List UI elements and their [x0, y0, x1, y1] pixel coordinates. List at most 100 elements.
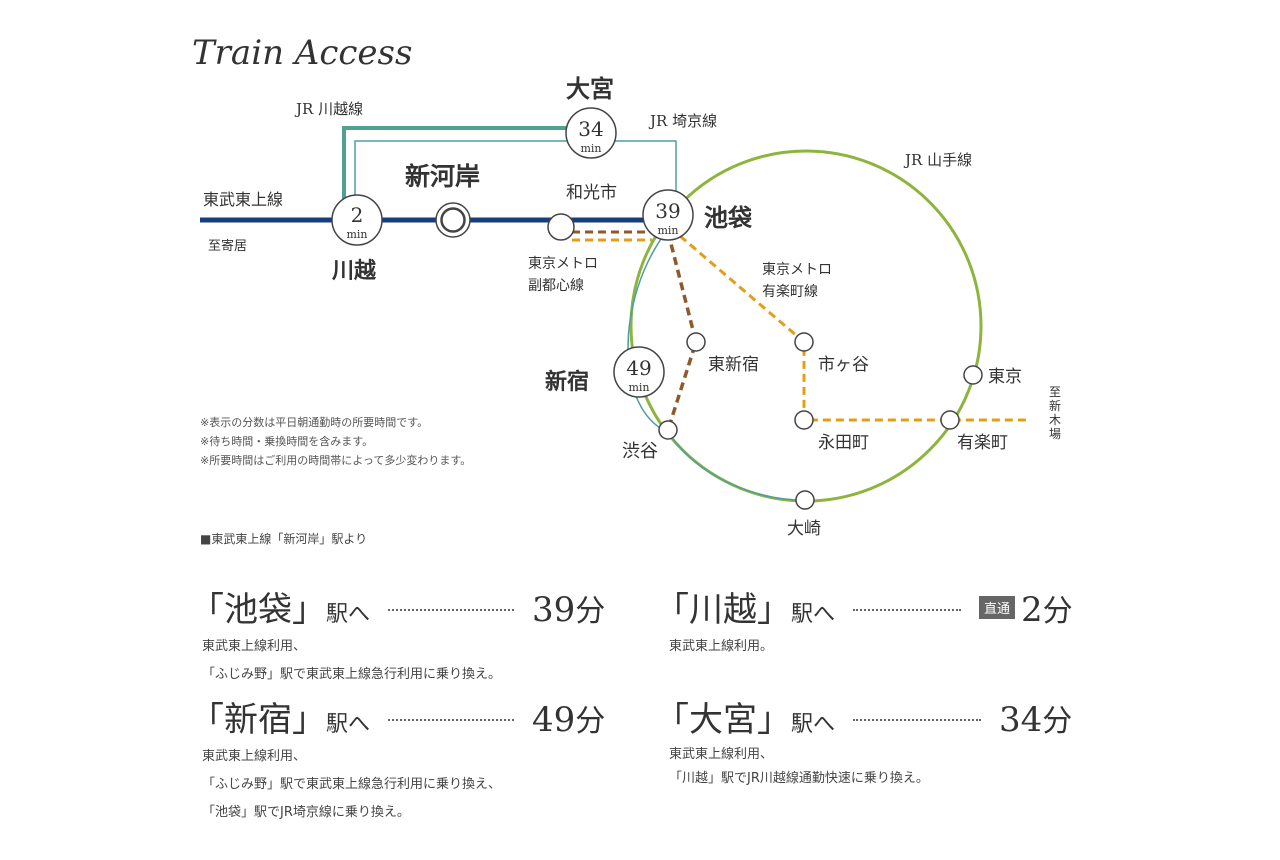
label-jr-saikyo-line: JR 埼京線: [648, 112, 717, 130]
route-shinjuku-suffix: 駅へ: [326, 712, 371, 737]
route-kawagoe-suffix: 駅へ: [791, 602, 836, 627]
route-kawagoe-station: 川越: [689, 590, 757, 630]
route-shinjuku: 「 新宿 」 駅へ 49 分 東武東上線利用、 「ふじみ野」駅で東武東上線急行利…: [190, 692, 605, 827]
time-badge-kawagoe-unit: min: [346, 228, 367, 241]
route-kawagoe-time: 2: [1021, 590, 1043, 630]
station-dot-ichigaya[interactable]: [794, 332, 814, 352]
route-ikebukuro-desc-2: 「ふじみ野」駅で東武東上線急行利用に乗り換え。: [202, 667, 502, 682]
metro-yurakucho-line: [679, 234, 1030, 422]
label-direction-shinkiba: 至新木場: [1049, 385, 1061, 441]
time-badge-shinjuku-value: 49: [626, 356, 651, 380]
route-shinjuku-desc-3: 「池袋」駅でJR埼京線に乗り換え。: [202, 805, 410, 820]
station-dot-higashi-shinjuku[interactable]: [686, 332, 706, 352]
route-omiya-unit: 分: [1042, 704, 1073, 739]
route-ikebukuro: 「 池袋 」 駅へ 39 分 東武東上線利用、 「ふじみ野」駅で東武東上線急行利…: [190, 582, 605, 689]
direction-shinkiba-char: 場: [1049, 427, 1061, 441]
time-badge-omiya-unit: min: [580, 142, 601, 155]
route-ikebukuro-time: 39: [532, 590, 576, 630]
route-omiya-bracket-open: 「: [655, 700, 689, 740]
route-omiya-suffix: 駅へ: [791, 712, 836, 737]
time-badge-shinjuku-unit: min: [628, 381, 649, 394]
svg-text:至新木場: 至新木場: [1049, 385, 1061, 441]
label-station-shinkashi: 新河岸: [405, 162, 480, 191]
time-badge-ikebukuro[interactable]: 39 min: [642, 189, 694, 241]
label-tobu-tojo-line: 東武東上線: [203, 190, 283, 209]
route-omiya-desc-2: 「川越」駅でJR川越線通勤快速に乗り換え。: [669, 771, 929, 786]
label-station-higashi-shinjuku: 東新宿: [708, 355, 759, 375]
page-title: Train Access: [192, 33, 412, 73]
label-station-wakoshi: 和光市: [566, 183, 617, 203]
route-ikebukuro-suffix: 駅へ: [326, 602, 371, 627]
station-dot-tokyo[interactable]: [963, 365, 983, 385]
label-station-kawagoe: 川越: [331, 258, 377, 284]
label-station-tokyo: 東京: [988, 367, 1022, 387]
note-1: ※表示の分数は平日朝通勤時の所要時間です。: [200, 416, 429, 429]
time-badge-kawagoe-value: 2: [351, 203, 364, 227]
route-kawagoe-desc-1: 東武東上線利用。: [669, 639, 774, 654]
route-ikebukuro-station: 池袋: [224, 590, 292, 630]
jr-saikyo-line-omiya-ikebukuro: [612, 140, 677, 205]
route-omiya-time: 34: [999, 700, 1043, 740]
route-shinjuku-leader: [388, 719, 515, 721]
route-omiya-leader: [853, 719, 982, 721]
label-jr-kawagoe-line: JR 川越線: [294, 100, 363, 118]
route-omiya-desc-1: 東武東上線利用、: [669, 747, 774, 762]
route-kawagoe-leader: [853, 609, 962, 611]
route-shinjuku-time: 49: [532, 700, 576, 740]
route-shinjuku-bracket-open: 「: [190, 700, 224, 740]
metro-fukutoshin-line: [666, 231, 698, 431]
label-metro-fukutoshin-1: 東京メトロ: [528, 256, 598, 272]
route-map: Train Access 2 min 34 min 39 min: [192, 33, 1061, 539]
label-station-ikebukuro: 池袋: [704, 203, 753, 232]
note-3: ※所要時間はご利用の時間帯によって多少変わります。: [200, 454, 472, 467]
label-station-ichigaya: 市ヶ谷: [818, 355, 869, 375]
route-kawagoe-unit: 分: [1042, 594, 1073, 629]
direction-shinkiba-char: 木: [1049, 413, 1061, 427]
from-label: ■東武東上線「新河岸」駅より: [200, 532, 368, 546]
label-station-shibuya: 渋谷: [622, 441, 658, 462]
route-shinjuku-unit: 分: [575, 704, 606, 739]
label-direction-yorii: 至寄居: [208, 238, 247, 254]
route-ikebukuro-desc-1: 東武東上線利用、: [202, 639, 307, 654]
note-2: ※待ち時間・乗換時間を含みます。: [200, 435, 374, 448]
time-badge-omiya[interactable]: 34 min: [565, 107, 617, 159]
label-station-osaki: 大崎: [787, 519, 821, 539]
label-station-omiya: 大宮: [566, 74, 614, 103]
route-ikebukuro-unit: 分: [575, 594, 606, 629]
route-ikebukuro-bracket-close: 」: [292, 590, 326, 630]
label-station-yurakucho: 有楽町: [957, 433, 1008, 453]
station-dot-shibuya[interactable]: [658, 420, 678, 440]
label-metro-fukutoshin-2: 副都心線: [528, 278, 584, 294]
route-shinjuku-bracket-close: 」: [292, 700, 326, 740]
station-dot-shinkashi-inner: [440, 207, 466, 233]
route-kawagoe: 「 川越 」 駅へ 直通 2 分 東武東上線利用。: [655, 582, 1073, 661]
station-dot-wakoshi[interactable]: [547, 213, 575, 241]
route-shinjuku-station: 新宿: [224, 700, 292, 740]
route-omiya-station: 大宮: [689, 700, 757, 740]
time-badge-omiya-value: 34: [578, 117, 603, 141]
station-dot-yurakucho[interactable]: [940, 410, 960, 430]
direction-shinkiba-char: 新: [1049, 398, 1061, 413]
time-badge-kawagoe[interactable]: 2 min: [331, 194, 383, 246]
label-metro-yurakucho-1: 東京メトロ: [762, 262, 832, 278]
direction-shinkiba-char: 至: [1049, 385, 1061, 399]
jr-saikyo-line-north: [354, 140, 574, 215]
route-kawagoe-bracket-close: 」: [757, 590, 791, 630]
label-jr-yamanote-line: JR 山手線: [903, 151, 972, 169]
time-badge-ikebukuro-value: 39: [655, 199, 680, 223]
time-badge-shinjuku[interactable]: 49 min: [613, 346, 665, 398]
route-omiya: 「 大宮 」 駅へ 34 分 東武東上線利用、 「川越」駅でJR川越線通勤快速に…: [655, 692, 1072, 791]
station-dot-osaki[interactable]: [795, 490, 815, 510]
time-badge-ikebukuro-unit: min: [657, 224, 678, 237]
route-ikebukuro-leader: [388, 609, 515, 611]
label-metro-yurakucho-2: 有楽町線: [762, 284, 818, 300]
route-kawagoe-bracket-open: 「: [655, 590, 689, 630]
jr-kawagoe-line: [342, 126, 570, 215]
label-station-nagatacho: 永田町: [818, 433, 869, 453]
route-shinjuku-desc-2: 「ふじみ野」駅で東武東上線急行利用に乗り換え、: [202, 777, 502, 792]
route-omiya-bracket-close: 」: [757, 700, 791, 740]
notes: ※表示の分数は平日朝通勤時の所要時間です。 ※待ち時間・乗換時間を含みます。 ※…: [200, 413, 471, 470]
label-station-shinjuku: 新宿: [545, 369, 589, 395]
route-ikebukuro-bracket-open: 「: [190, 590, 224, 630]
station-dot-nagatacho[interactable]: [794, 410, 814, 430]
